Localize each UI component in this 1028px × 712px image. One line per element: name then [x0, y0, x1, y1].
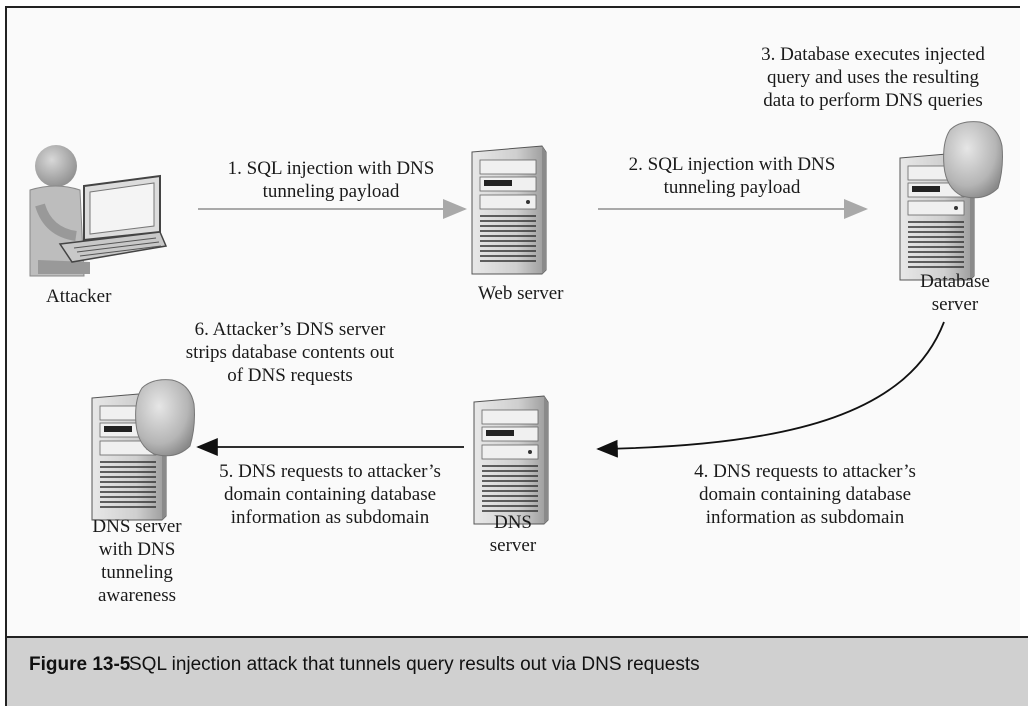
figure-caption-bar: Figure 13-5 SQL injection attack that tu… — [5, 636, 1028, 706]
dns-server-icon — [473, 395, 549, 525]
figure-frame — [5, 6, 1020, 706]
attacker-dns-server-icon — [91, 379, 195, 521]
label-web-server: Web server — [478, 283, 564, 304]
database-server-icon — [899, 121, 1003, 281]
attacker-icon — [29, 145, 168, 277]
figure-label: Figure 13-5 — [29, 654, 131, 675]
arrow-step4 — [596, 321, 945, 458]
label-attacker: Attacker — [46, 286, 112, 307]
figure-caption: SQL injection attack that tunnels query … — [129, 654, 700, 675]
web-server-icon — [471, 145, 547, 275]
